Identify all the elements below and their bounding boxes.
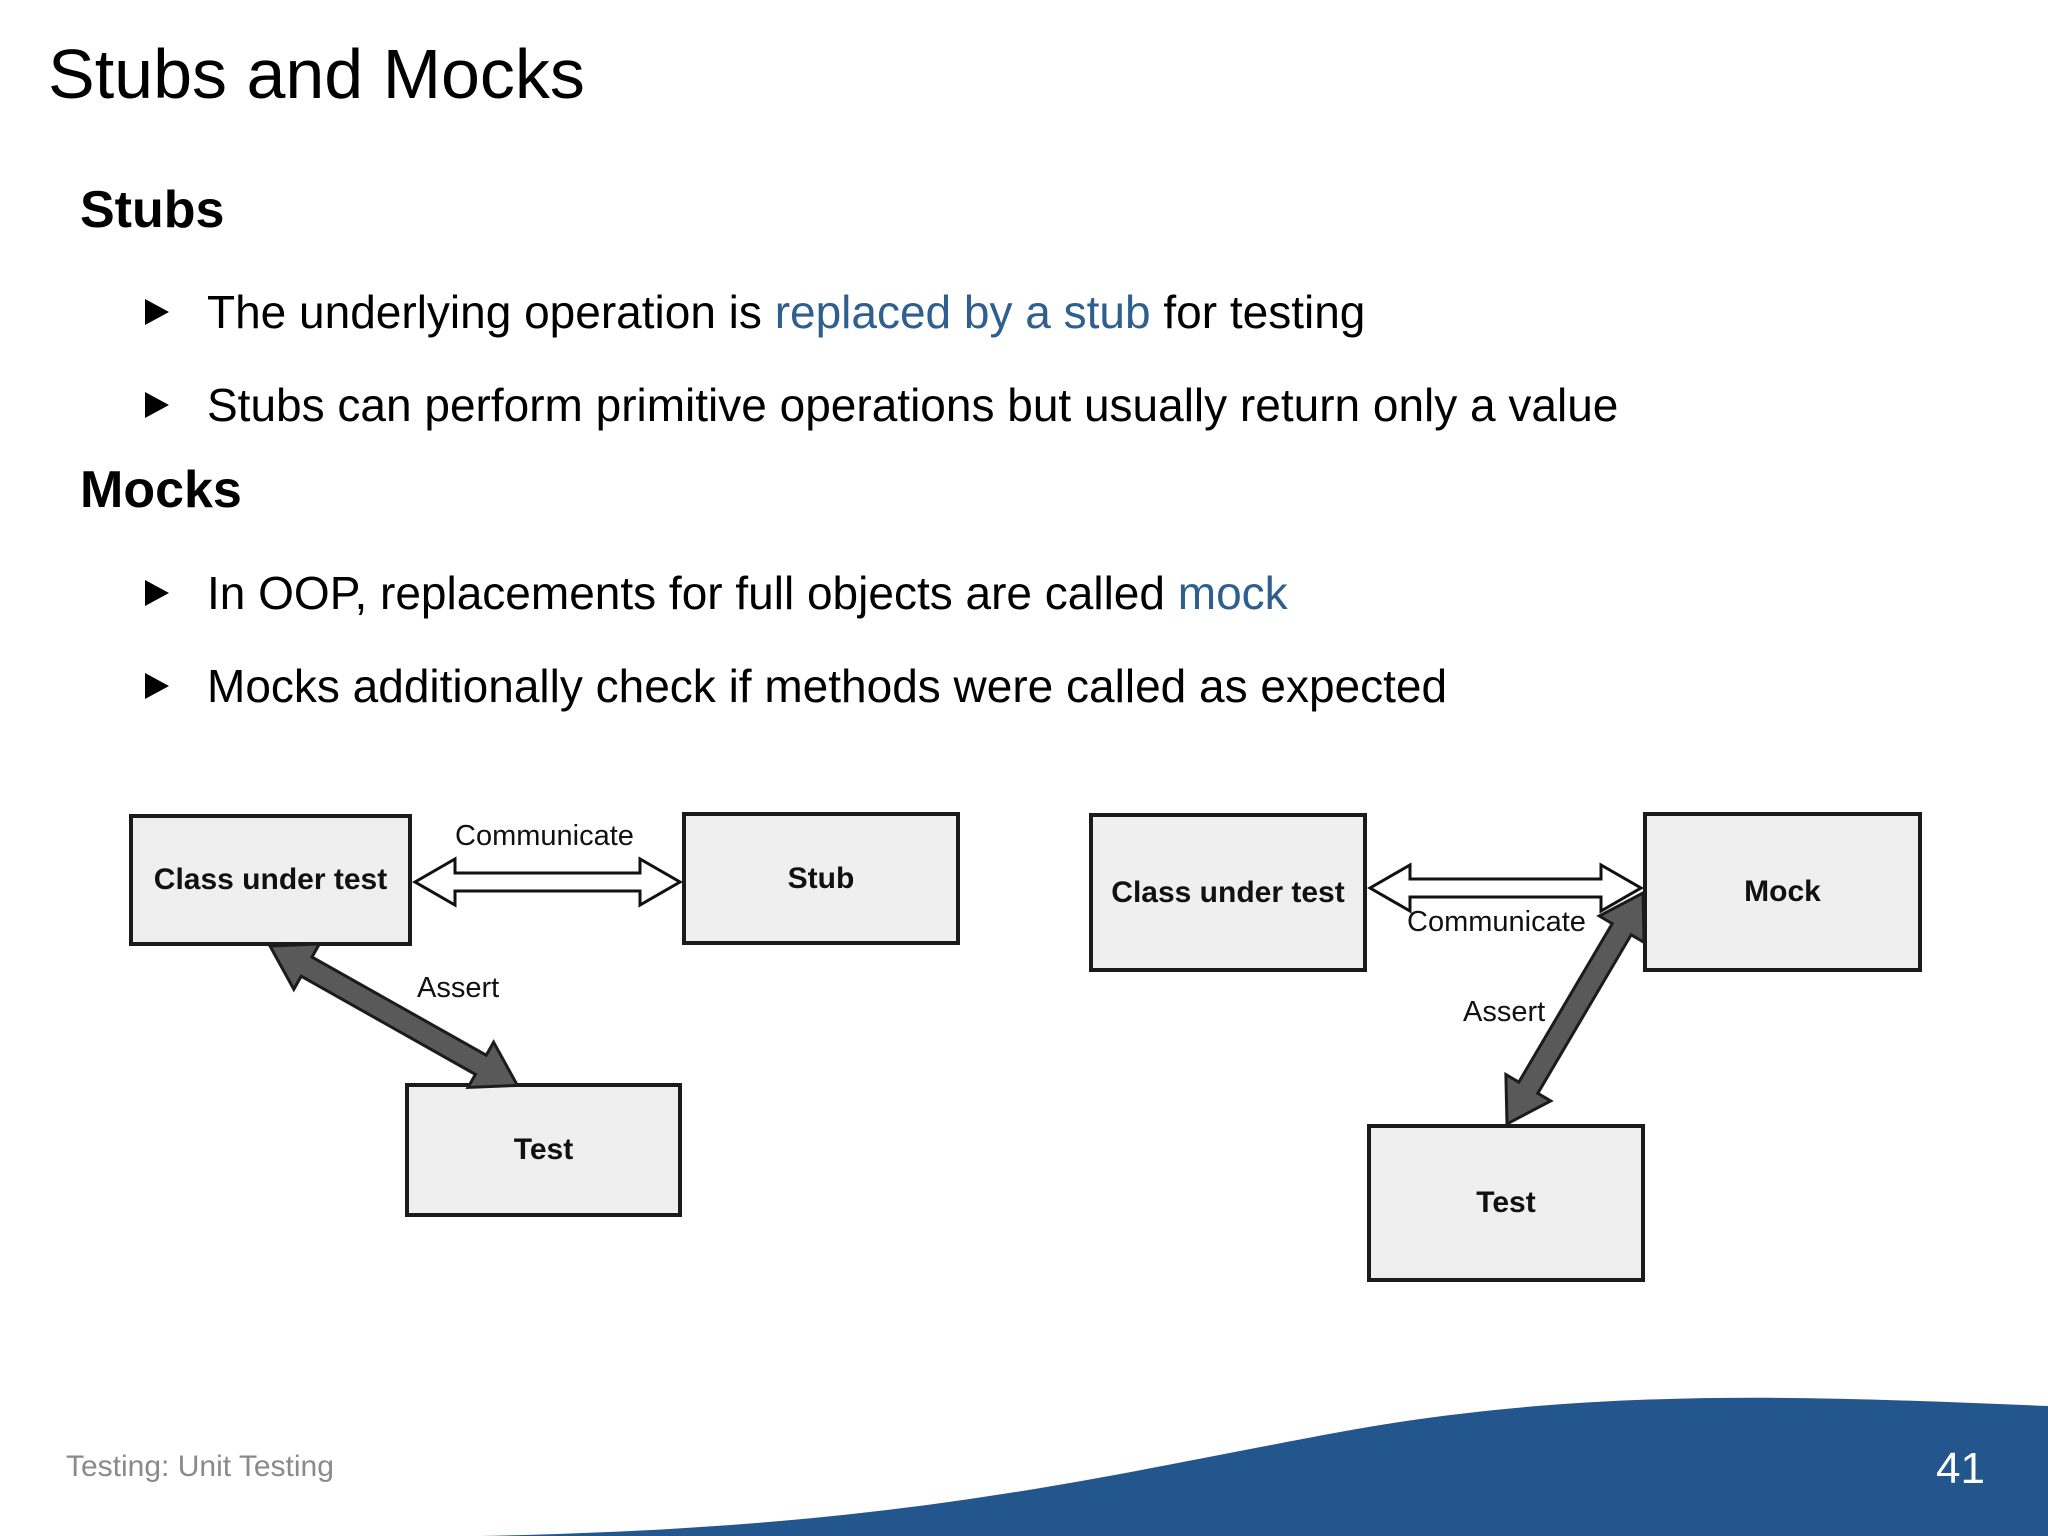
diagram-box-stub: Stub [682,812,960,945]
section-heading-stubs: Stubs [80,181,225,239]
diagram-box-test: Test [405,1083,682,1217]
assert-arrow-icon [267,942,520,1090]
bullet-text-part: In OOP, replacements for full objects ar… [207,567,1178,619]
page-title: Stubs and Mocks [48,35,585,113]
diagram-box-mock: Mock [1643,812,1922,972]
bullet-item: The underlying operation is replaced by … [145,281,1365,343]
bullet-item: Stubs can perform primitive operations b… [145,374,1618,436]
highlighted-text: replaced by a stub [774,286,1151,338]
bullet-text: Mocks additionally check if methods were… [207,655,1447,717]
bullet-triangle-icon [145,392,169,418]
diagram-box-class-under-test: Class under test [1089,813,1367,972]
bullet-item: In OOP, replacements for full objects ar… [145,562,1288,624]
diagram-box-class-under-test: Class under test [129,814,412,946]
bullet-text-part: Stubs can perform primitive operations b… [207,379,1619,431]
bullet-text: The underlying operation is replaced by … [207,281,1365,343]
assert-label: Assert [417,972,500,1004]
bullet-triangle-icon [145,580,169,606]
footer-text: Testing: Unit Testing [66,1450,334,1483]
bullet-text: In OOP, replacements for full objects ar… [207,562,1288,624]
bullet-text-part: Mocks additionally check if methods were… [207,660,1448,712]
communicate-label: Communicate [455,820,634,852]
bullet-text: Stubs can perform primitive operations b… [207,374,1618,436]
communicate-label: Communicate [1407,906,1586,938]
bullet-triangle-icon [145,299,169,325]
communicate-arrow-icon [1366,862,1645,914]
bullet-text-part: The underlying operation is [207,286,775,338]
bullet-text-part: for testing [1150,286,1366,338]
bullet-triangle-icon [145,673,169,699]
communicate-arrow-icon [411,856,684,908]
bullet-item: Mocks additionally check if methods were… [145,655,1447,717]
diagram-box-test: Test [1367,1124,1645,1282]
assert-label: Assert [1463,996,1546,1028]
section-heading-mocks: Mocks [80,461,242,519]
page-number: 41 [1936,1444,1985,1493]
highlighted-text: mock [1177,567,1288,619]
